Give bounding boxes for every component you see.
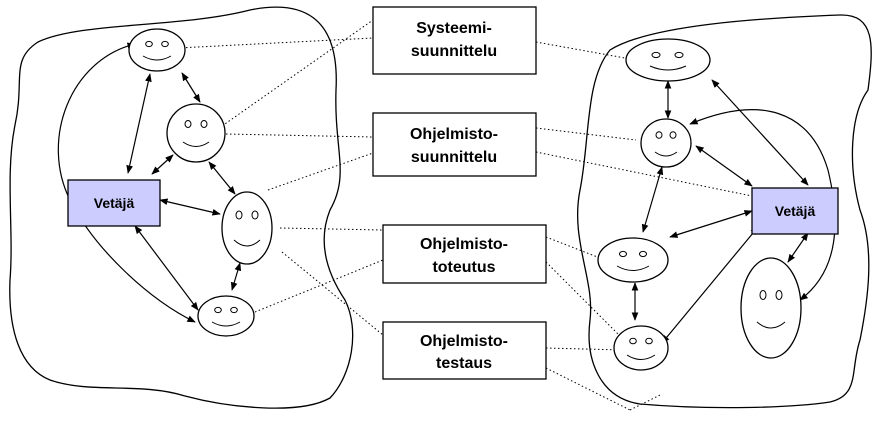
role-label-line1: Systeemi- (416, 20, 492, 37)
collaboration-arrows (58, 44, 835, 343)
role-box-implementation: Ohjelmisto- toteutus (383, 225, 546, 283)
leader-box-left: Vetäjä (68, 180, 160, 226)
role-label-line2: suunnittelu (411, 149, 497, 166)
role-link (178, 38, 373, 48)
team-member (198, 296, 254, 336)
role-link (255, 260, 383, 312)
leader-box-right: Vetäjä (752, 188, 838, 234)
arrow (160, 200, 220, 214)
arrow (135, 226, 198, 310)
role-link (546, 237, 600, 258)
left-team-area (10, 7, 353, 408)
arrow (209, 162, 235, 194)
arrow (712, 80, 808, 185)
role-link (226, 134, 373, 137)
arrow (128, 74, 150, 173)
team-member (598, 238, 668, 282)
role-label-line1: Ohjelmisto- (420, 333, 508, 350)
team-member (222, 192, 272, 264)
role-label-line2: toteutus (432, 259, 495, 276)
role-box-software-design: Ohjelmisto- suunnittelu (373, 113, 536, 176)
arrow (643, 167, 662, 232)
role-link (536, 42, 625, 58)
role-label-line2: testaus (436, 355, 492, 372)
role-box-testing: Ohjelmisto- testaus (383, 322, 546, 379)
arrow (670, 211, 752, 237)
role-link (536, 152, 752, 196)
role-link (546, 348, 622, 350)
role-label-line1: Ohjelmisto- (420, 236, 508, 253)
role-link (536, 128, 636, 140)
role-label-line2: suunnittelu (411, 43, 497, 60)
arrow (696, 146, 752, 186)
leader-label-right: Vetäjä (775, 203, 816, 219)
team-member (167, 104, 225, 162)
team-member (741, 258, 801, 358)
arrow (152, 155, 173, 174)
team-member (129, 29, 185, 71)
role-link (282, 252, 383, 335)
arrow (788, 233, 808, 262)
team-member (614, 326, 668, 370)
role-link (222, 20, 373, 126)
arrow (182, 73, 200, 102)
arrow (232, 263, 240, 290)
team-member (641, 119, 691, 167)
team-member (626, 39, 710, 81)
role-link (546, 368, 630, 410)
role-box-systems-design: Systeemi- suunnittelu (373, 7, 536, 74)
role-link (280, 228, 383, 230)
role-label-line1: Ohjelmisto- (410, 126, 498, 143)
leader-label-left: Vetäjä (94, 195, 135, 211)
role-link (268, 153, 373, 190)
